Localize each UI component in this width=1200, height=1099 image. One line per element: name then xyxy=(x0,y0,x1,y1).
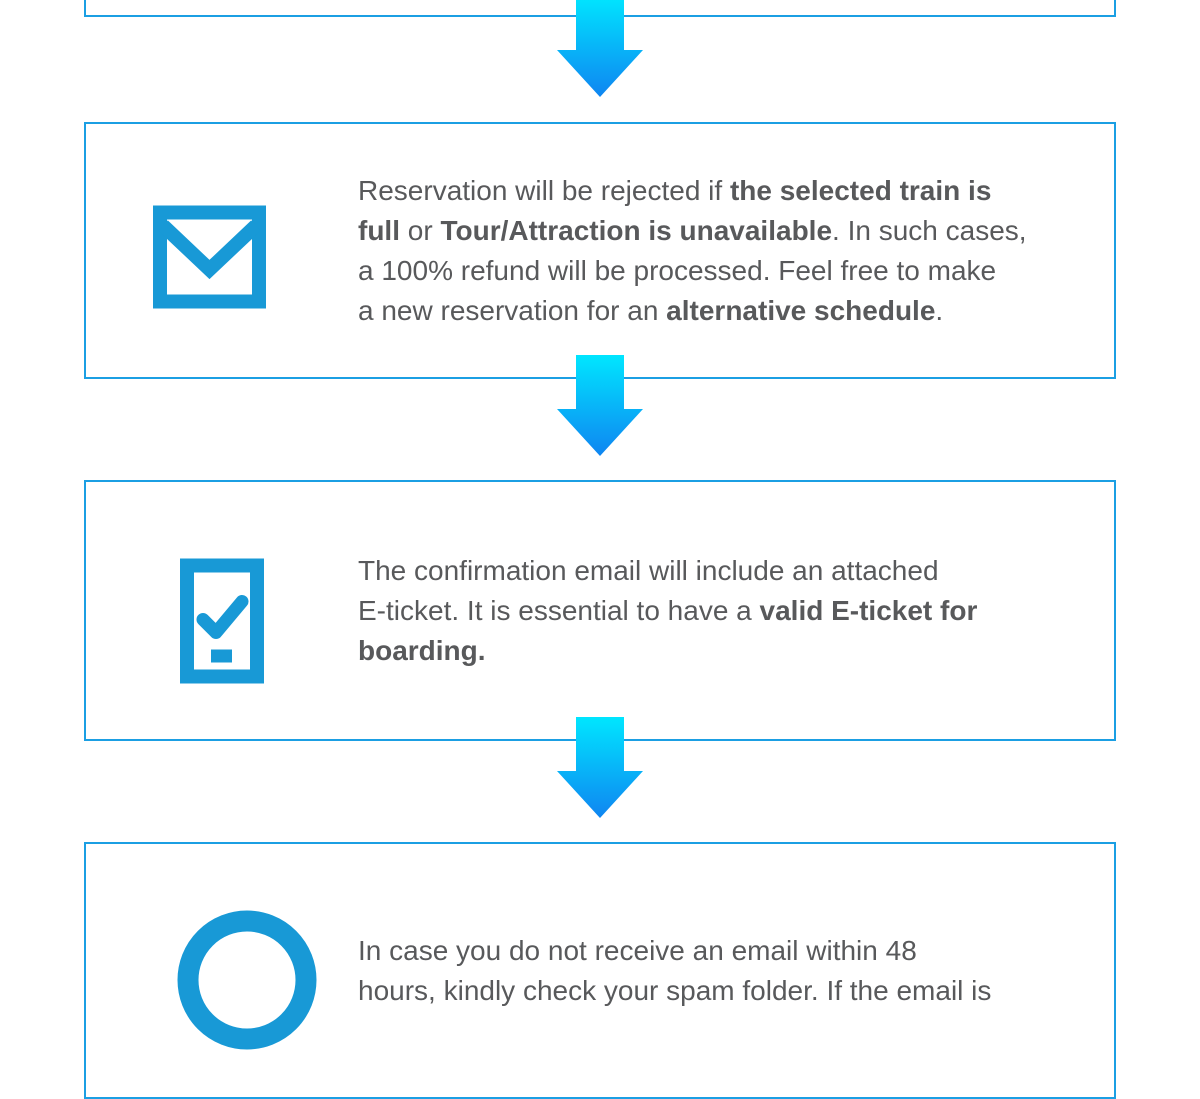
text-line: hours, kindly check your spam folder. If… xyxy=(358,974,992,1006)
text-line: a new reservation for an alternative sch… xyxy=(358,294,944,326)
text-line: In case you do not receive an email with… xyxy=(358,934,917,966)
step-box-rejection: Reservation will be rejected if the sele… xyxy=(84,122,1116,379)
text-line: boarding. xyxy=(358,634,486,666)
booking-flowchart: Reservation will be rejected if the sele… xyxy=(84,0,1116,1099)
step-box-no-email: In case you do not receive an email with… xyxy=(84,842,1116,1099)
eticket-check-icon xyxy=(180,558,264,683)
confirmation-text: The confirmation email will include an a… xyxy=(358,551,1098,671)
text-line: Reservation will be rejected if the sele… xyxy=(358,174,992,206)
no-email-text: In case you do not receive an email with… xyxy=(358,931,1098,1011)
envelope-icon xyxy=(153,205,266,308)
text-line: E-ticket. It is essential to have a vali… xyxy=(358,594,978,626)
flow-arrow-down-icon xyxy=(557,0,643,97)
text-line: a 100% refund will be processed. Feel fr… xyxy=(358,254,997,286)
step-box-confirmation: The confirmation email will include an a… xyxy=(84,480,1116,741)
flow-arrow-down-icon xyxy=(557,355,643,456)
rejection-text: Reservation will be rejected if the sele… xyxy=(358,171,1098,331)
text-line: The confirmation email will include an a… xyxy=(358,554,939,586)
flow-arrow-down-icon xyxy=(557,717,643,818)
clock-circle-icon xyxy=(177,910,317,1050)
text-line: full or Tour/Attraction is unavailable. … xyxy=(358,214,1027,246)
